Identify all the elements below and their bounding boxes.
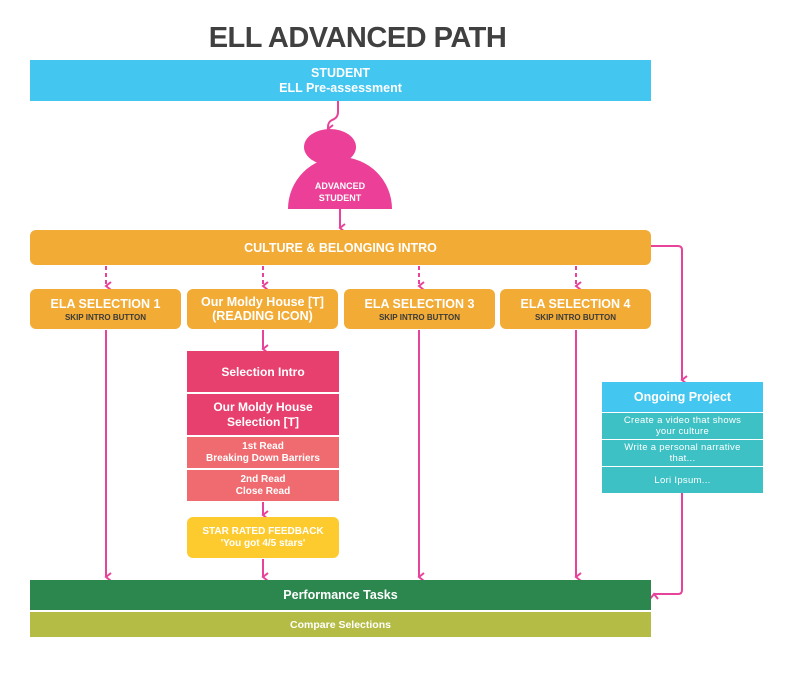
step-label: Our Moldy House [213,399,313,414]
reading-icon-label: (READING ICON) [212,309,313,323]
advanced-student-label: ADVANCED STUDENT [288,176,392,208]
item-line: your culture [655,426,710,437]
pre-assessment-label: ELL Pre-assessment [279,80,402,95]
selection-label: ELA SELECTION 4 [520,296,631,311]
feedback-message: 'You got 4/5 stars' [220,537,306,549]
skip-intro-label: SKIP INTRO BUTTON [64,312,147,322]
selection-label: ELA SELECTION 3 [364,296,475,311]
step-label: Selection Intro [221,364,305,379]
ela-selection-3: ELA SELECTION 3 SKIP INTRO BUTTON [344,289,495,329]
connector-culture-to-ongoing [651,245,688,385]
student-label: STUDENT [310,65,371,80]
item-line: Lori Ipsum... [654,474,711,486]
step-sublabel: Close Read [235,485,291,497]
ongoing-project-item: Lori Ipsum... [602,467,763,493]
ela-selection-4: ELA SELECTION 4 SKIP INTRO BUTTON [500,289,651,329]
connector-student-to-icon [326,101,339,134]
ongoing-project-header: Ongoing Project [602,382,763,412]
student-box: STUDENT ELL Pre-assessment [30,60,651,101]
first-read-step: 1st Read Breaking Down Barriers [187,437,339,468]
connector-ongoing-to-performance [649,493,683,600]
skip-intro-label: SKIP INTRO BUTTON [534,312,617,322]
step-label: 1st Read [242,440,284,452]
step-sublabel: Breaking Down Barriers [206,452,320,464]
student-icon-head [304,129,356,165]
item-line: that... [669,453,696,464]
step-label: 2nd Read [240,473,286,485]
skip-intro-label: SKIP INTRO BUTTON [378,312,461,322]
performance-tasks-box: Performance Tasks [30,580,651,610]
selection-label: ELA SELECTION 1 [50,296,161,311]
item-line: Create a video that shows [623,415,742,426]
feedback-title: STAR RATED FEEDBACK [202,525,324,537]
advanced-student-icon [288,129,392,209]
step-sublabel: Selection [T] [226,414,299,429]
ongoing-project-item: Write a personal narrative that... [602,440,763,466]
ongoing-project-item: Create a video that shows your culture [602,413,763,439]
our-moldy-house-selection: Our Moldy House [T] (READING ICON) [187,289,338,329]
culture-intro-box: CULTURE & BELONGING INTRO [30,230,651,265]
selection-label: Our Moldy House [T] [201,295,324,309]
ela-selection-1: ELA SELECTION 1 SKIP INTRO BUTTON [30,289,181,329]
student-icon-body [288,157,392,209]
page-title: ELL ADVANCED PATH [208,22,507,54]
compare-selections-box: Compare Selections [30,612,651,637]
selection-intro-step: Selection Intro [187,351,339,392]
star-rated-feedback: STAR RATED FEEDBACK 'You got 4/5 stars' [187,517,339,558]
second-read-step: 2nd Read Close Read [187,470,339,501]
moldy-house-selection-step: Our Moldy House Selection [T] [187,394,339,435]
advanced-label: ADVANCED [314,181,366,191]
student-label: STUDENT [318,193,362,203]
item-line: Write a personal narrative [624,442,741,453]
